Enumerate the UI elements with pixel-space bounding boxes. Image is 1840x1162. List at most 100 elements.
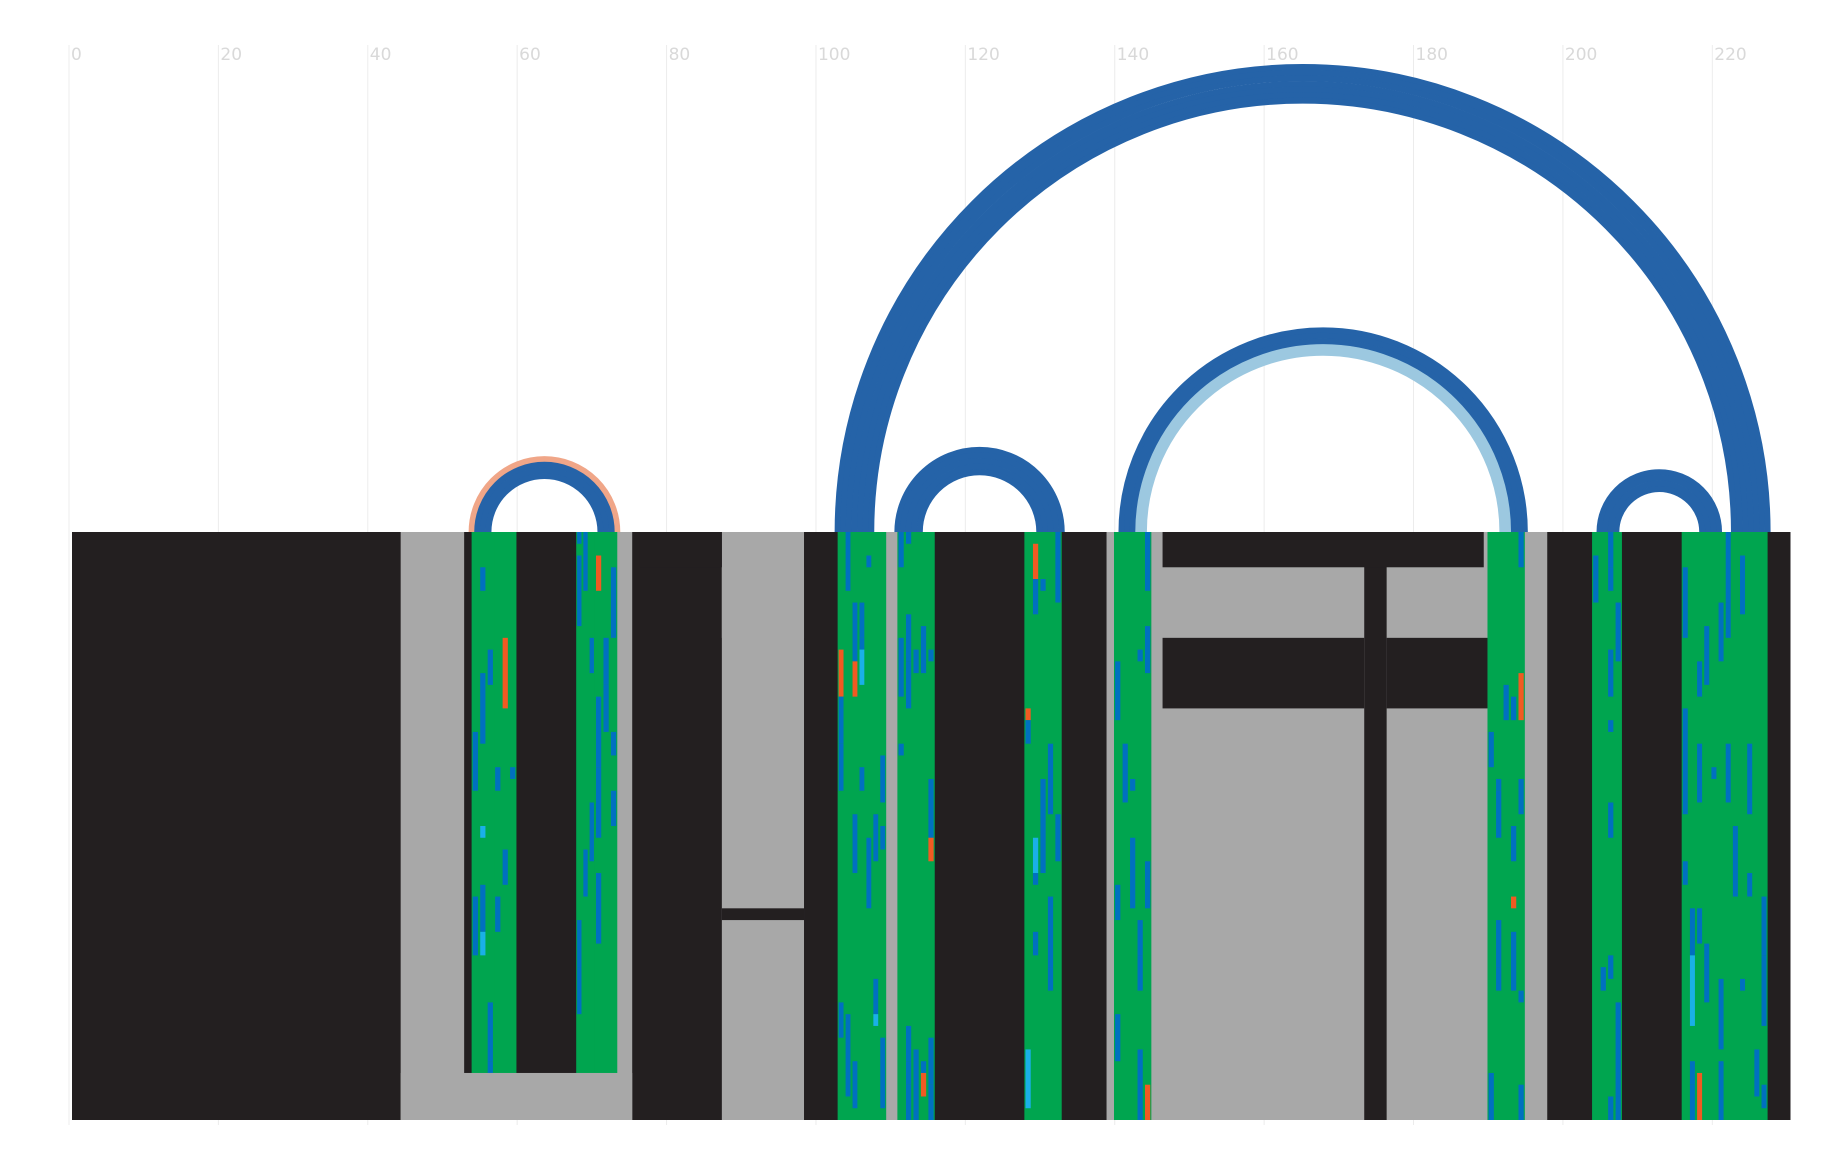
alignment-cell: [1608, 567, 1614, 591]
alignment-cell: [859, 649, 865, 685]
alignment-column-paired: [494, 532, 517, 1120]
tick-label: 60: [519, 45, 541, 65]
tick-label: 200: [1565, 45, 1597, 65]
alignment-cell: [577, 967, 582, 1015]
alignment-cell: [595, 555, 602, 591]
alignment-row-band: [639, 532, 722, 568]
alignment-cell: [928, 649, 934, 662]
helix-arc-p5: [1607, 480, 1711, 533]
alignment-cell: [1689, 1084, 1695, 1120]
alignment-cell: [852, 661, 858, 697]
alignment-cell: [487, 649, 493, 685]
alignment-cell: [905, 661, 912, 709]
alignment-cell: [838, 649, 844, 697]
tick-label: 160: [1266, 45, 1298, 65]
alignment-cell: [502, 849, 508, 885]
alignment-cell: [1145, 626, 1151, 674]
alignment-cell: [1496, 967, 1502, 991]
alignment-cell: [1608, 532, 1614, 568]
alignment-cell: [905, 1084, 912, 1120]
alignment-cell: [928, 1084, 934, 1097]
helix-arc-p2: [862, 92, 1743, 533]
alignment-cell: [495, 896, 501, 932]
tick-label: 20: [220, 45, 242, 65]
tick-label: 40: [370, 45, 392, 65]
alignment-cell: [480, 931, 486, 956]
alignment-cell: [838, 1002, 844, 1038]
alignment-cell: [603, 684, 609, 732]
alignment-cell: [1697, 661, 1703, 697]
alignment-cell: [1518, 1084, 1524, 1120]
alignment-cell: [1747, 743, 1753, 803]
alignment-cell: [920, 626, 927, 674]
alignment-cell: [480, 567, 486, 591]
alignment-cell: [859, 767, 865, 791]
alignment-column-gray: [617, 532, 633, 1120]
alignment-cell: [589, 637, 594, 674]
alignment-cell: [1732, 826, 1738, 897]
alignment-column-gap: [1547, 532, 1593, 1120]
alignment-column-gray: [400, 532, 465, 1120]
alignment-cell: [610, 790, 617, 803]
helix-arc-p3: [905, 458, 1054, 533]
alignment-cell: [852, 602, 858, 662]
alignment-cell: [510, 767, 516, 779]
alignment-cell: [1032, 579, 1039, 615]
alignment-cell: [845, 1072, 851, 1097]
alignment-cell: [1137, 649, 1143, 662]
helix-arc-p2: [845, 75, 1760, 533]
alignment-column-paired: [594, 532, 618, 1120]
alignment-cell: [859, 637, 865, 650]
alignment-cell: [583, 555, 588, 591]
helix-arcs: [468, 64, 1771, 533]
helix-arc-p3: [894, 446, 1065, 533]
alignment-column-gray: [1386, 532, 1488, 1120]
alignment-cell: [1725, 532, 1731, 603]
alignment-cell: [1115, 661, 1121, 721]
alignment-cell: [1682, 861, 1688, 885]
alignment-cell: [1511, 931, 1517, 991]
alignment-cell: [1725, 743, 1731, 803]
alignment-cell: [1682, 778, 1688, 815]
alignment-cell: [610, 567, 617, 638]
alignment-cell: [1055, 814, 1061, 862]
alignment-cell: [898, 637, 904, 697]
alignment-column-gray: [1106, 532, 1115, 1120]
alignment-cell: [838, 696, 844, 709]
alignment-cell: [1689, 1061, 1695, 1085]
tick-label: 120: [967, 45, 999, 65]
alignment-cell: [577, 920, 582, 968]
alignment-cell: [880, 826, 886, 850]
alignment-cell: [1137, 955, 1143, 991]
alignment-cell: [1025, 708, 1031, 721]
alignment-cell: [610, 802, 617, 826]
alignment-cell: [1682, 567, 1688, 638]
alignment-cell: [905, 1072, 912, 1085]
alignment-row-band: [1162, 637, 1365, 709]
alignment-cell: [920, 1061, 927, 1073]
alignment-cell: [1115, 884, 1121, 921]
alignment-cell: [1697, 908, 1703, 944]
alignment-cell: [1704, 943, 1710, 1003]
alignment-row-band: [721, 567, 805, 638]
alignment-cell: [873, 978, 879, 1015]
alignment-cell: [1496, 778, 1502, 791]
tick-label: 100: [818, 45, 850, 65]
alignment-cell: [1761, 896, 1767, 956]
tick-label: 80: [669, 45, 691, 65]
alignment-column-gap: [1767, 532, 1791, 1120]
alignment-cell: [898, 743, 904, 756]
alignment-cell: [898, 532, 904, 568]
alignment-cell: [610, 731, 617, 756]
alignment-cell: [1518, 532, 1524, 568]
alignment-cell: [495, 767, 501, 791]
alignment-cell: [472, 731, 478, 791]
alignment-cell: [1047, 743, 1054, 815]
alignment-cell: [502, 637, 508, 709]
alignment-cell: [1503, 684, 1509, 721]
alignment-cell: [1593, 579, 1599, 603]
alignment-cell: [1130, 837, 1136, 909]
alignment-cell: [1032, 543, 1039, 580]
alignment-cell: [595, 696, 602, 768]
alignment-cell: [1725, 602, 1731, 638]
